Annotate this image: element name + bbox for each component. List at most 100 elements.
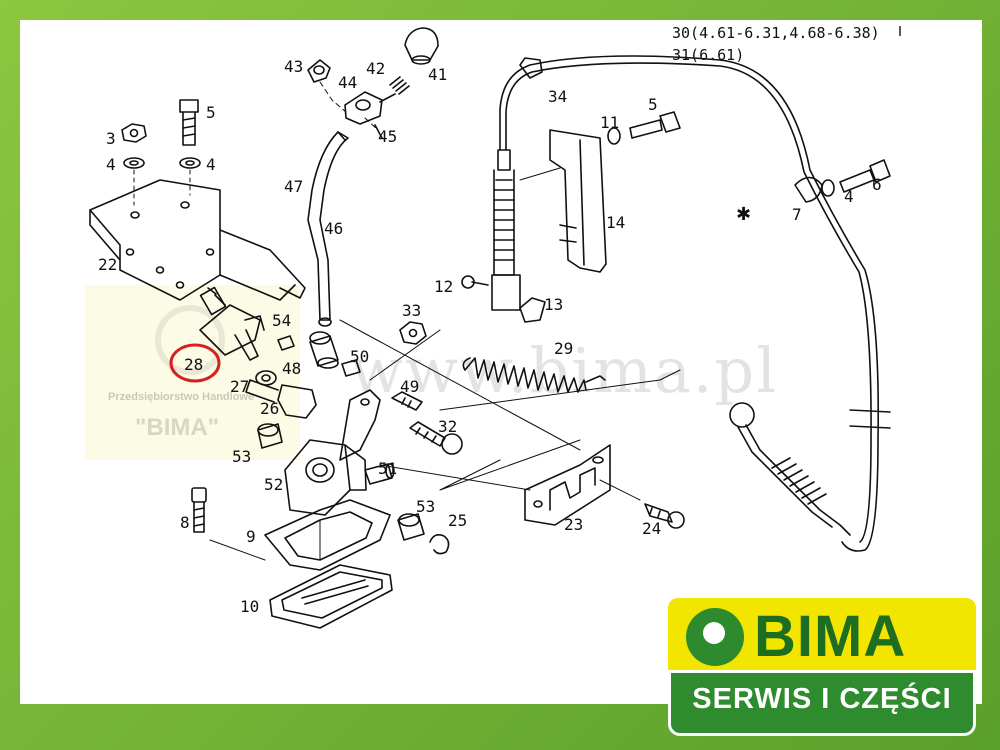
diagram-sheet: www.bima.pl Przedsiębiorstwo Handlowe "B…	[20, 20, 982, 704]
label-45: 45	[378, 127, 397, 146]
nut-3	[121, 123, 147, 143]
label-5a: 5	[206, 103, 216, 122]
washer-4-far-right	[821, 179, 835, 197]
brand-tagline: SERWIS I CZĘŚCI	[692, 683, 952, 715]
label-43: 43	[284, 57, 303, 76]
badge-top: BIMA	[668, 598, 976, 676]
part-labels: 3 4 5 4 22 43 44 42 41 45 47 46 34 11 5 …	[98, 57, 882, 616]
label-41: 41	[428, 65, 447, 84]
bracket-22	[89, 179, 306, 301]
label-12: 12	[434, 277, 453, 296]
brand-name: BIMA	[754, 604, 907, 669]
joint-44	[344, 91, 396, 125]
gate-23	[524, 444, 611, 526]
cable-30	[499, 55, 891, 552]
screw-24	[644, 503, 685, 529]
lever-46	[307, 131, 349, 327]
screw-12	[461, 275, 489, 289]
bolt-5-right	[629, 111, 681, 139]
label-52: 52	[264, 475, 283, 494]
label-5b: 5	[648, 95, 658, 114]
label-53b: 53	[416, 497, 435, 516]
label-22: 22	[98, 255, 117, 274]
circlip-25	[429, 534, 450, 555]
cable-end-right	[729, 402, 851, 536]
cable-end-left	[491, 149, 521, 311]
label-32: 32	[438, 417, 457, 436]
label-46: 46	[324, 219, 343, 238]
bolt-26	[245, 379, 317, 419]
watermark-logo	[155, 305, 225, 375]
label-7: 7	[792, 205, 802, 224]
label-29: 29	[554, 339, 573, 358]
plate-9	[264, 499, 391, 571]
label-9: 9	[246, 527, 256, 546]
bushing-53-left	[257, 423, 283, 449]
pin-54	[277, 335, 295, 351]
asterisk-marker: ✱	[736, 204, 751, 225]
watermark-company-line: Przedsiębiorstwo Handlowe	[108, 391, 254, 403]
selector-plate	[339, 389, 381, 461]
label-8: 8	[180, 513, 190, 532]
label-25: 25	[448, 511, 467, 530]
pin-50	[341, 359, 361, 377]
washer-11	[607, 127, 621, 145]
washer-4-right	[179, 157, 201, 169]
label-44: 44	[338, 73, 357, 92]
switch-28	[199, 286, 265, 361]
label-11: 11	[600, 113, 619, 132]
label-42: 42	[366, 59, 385, 78]
label-54: 54	[272, 311, 291, 330]
label-10: 10	[240, 597, 259, 616]
spring-29	[462, 357, 606, 393]
label-23: 23	[564, 515, 583, 534]
label-47: 47	[284, 177, 303, 196]
watermark-company-name: "BIMA"	[135, 414, 219, 441]
pin-51	[364, 463, 395, 485]
pin-45	[374, 124, 383, 139]
screw-8	[191, 487, 207, 533]
washer-4-left	[123, 157, 145, 169]
label-4c: 4	[844, 187, 854, 206]
label-3: 3	[106, 129, 116, 148]
knob-41	[404, 27, 439, 65]
nut-33	[399, 321, 427, 345]
label-26: 26	[260, 399, 279, 418]
cover-10	[269, 564, 393, 629]
header-line-1: 30(4.61-6.31,4.68-6.38)	[672, 24, 880, 42]
label-24: 24	[642, 519, 661, 538]
bolt-6	[839, 159, 891, 193]
brand-badge: BIMA SERWIS I CZĘŚCI	[668, 598, 976, 736]
label-33: 33	[402, 301, 421, 320]
spring-42	[389, 76, 410, 95]
label-4b: 4	[206, 155, 216, 174]
bushing-48	[309, 331, 339, 369]
clip-13	[519, 297, 546, 323]
bolt-5-left	[179, 99, 199, 146]
label-48: 48	[282, 359, 301, 378]
parts-diagram: www.bima.pl Przedsiębiorstwo Handlowe "B…	[85, 24, 901, 629]
watermark-url: www.bima.pl	[350, 334, 778, 407]
label-4a: 4	[106, 155, 116, 174]
block-52	[284, 439, 367, 516]
lever-14	[549, 129, 607, 273]
bushing-53-right	[397, 513, 425, 541]
highlight-ring	[169, 343, 221, 383]
label-53a: 53	[232, 447, 251, 466]
bushing-43	[307, 59, 331, 83]
label-6: 6	[872, 175, 882, 194]
label-50: 50	[350, 347, 369, 366]
header-line-2: 31(6.61)	[672, 46, 744, 64]
logo-ball-icon	[686, 608, 744, 666]
label-34: 34	[548, 87, 567, 106]
stud-32	[409, 421, 463, 455]
label-27: 27	[230, 377, 249, 396]
clamp-7	[794, 176, 823, 203]
label-28: 28	[184, 355, 203, 374]
label-13: 13	[544, 295, 563, 314]
pin-49	[391, 391, 423, 411]
label-49: 49	[400, 377, 419, 396]
badge-bottom: SERWIS I CZĘŚCI	[668, 670, 976, 736]
label-14: 14	[606, 213, 625, 232]
label-51: 51	[378, 459, 397, 478]
